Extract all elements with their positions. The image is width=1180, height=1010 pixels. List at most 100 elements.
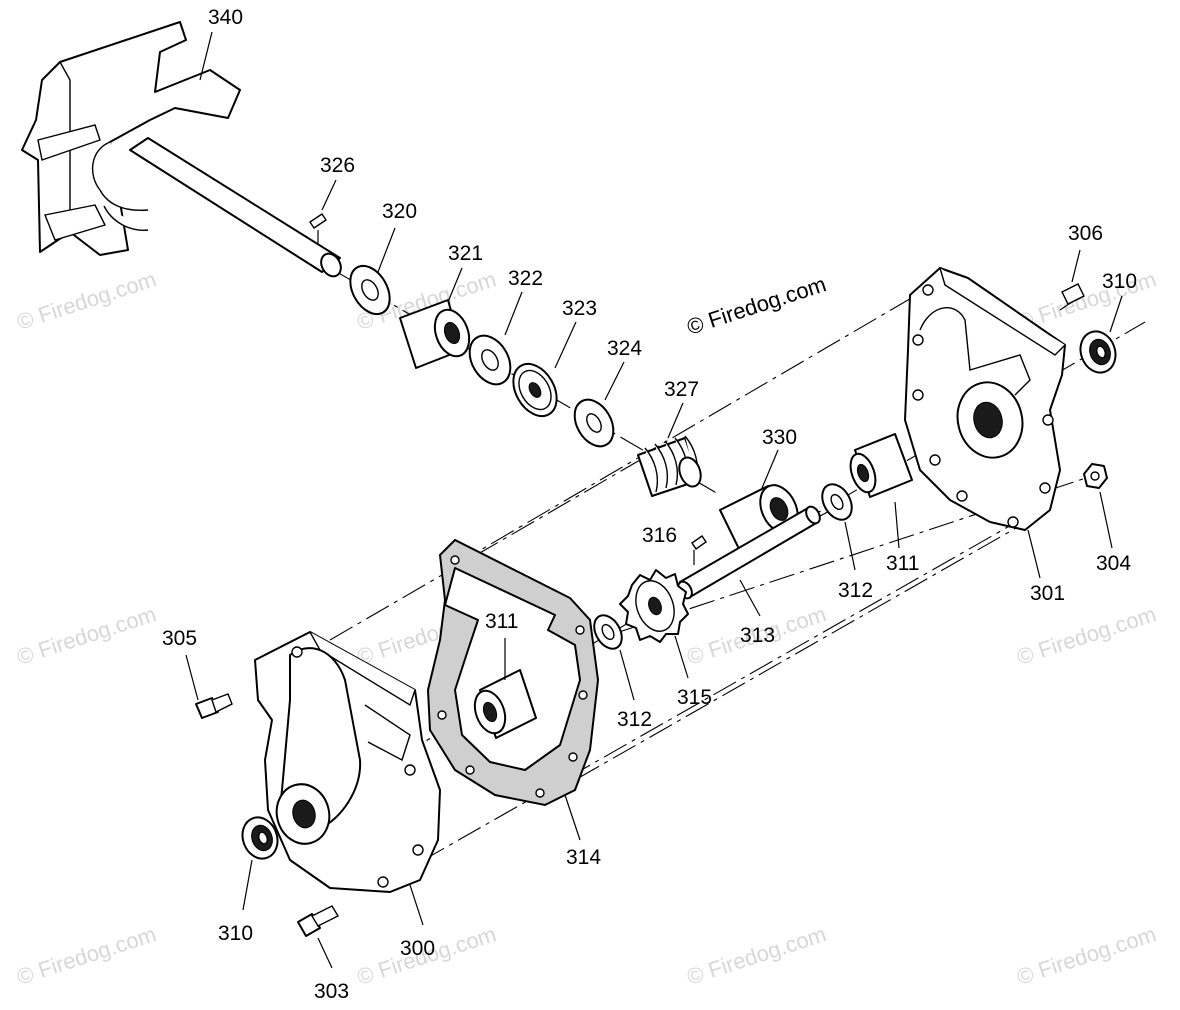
- leader-306: [1071, 249, 1081, 283]
- nut-bore: [1090, 471, 1100, 481]
- housing-301-bolt-hole: [1042, 414, 1054, 426]
- washer-hole: [361, 279, 379, 301]
- washer-320: [349, 264, 391, 316]
- leader-312-upper: [844, 521, 856, 571]
- leader-322: [504, 291, 523, 336]
- bearing-bore: [258, 831, 268, 845]
- housing-301-rim: [939, 267, 1066, 356]
- leader-340: [199, 31, 213, 81]
- part-label-320: 320: [382, 200, 417, 223]
- auger-housing: [21, 21, 241, 256]
- part-label-312-lower: 312: [617, 708, 652, 731]
- bushing-bore: [769, 497, 789, 521]
- auger-blade-bottom: [44, 204, 106, 241]
- housing-301-bolt-hole: [912, 389, 924, 401]
- watermark-text: © Firedog.com: [14, 921, 159, 989]
- watermark-text: © Firedog.com: [1014, 601, 1159, 669]
- part-label-312-upper: 312: [838, 579, 873, 602]
- auger-flight-lower: [103, 205, 149, 231]
- auger-blade-left: [37, 124, 101, 161]
- leader-lines: [185, 31, 1123, 969]
- copyright-notice: © Firedog.com: [684, 271, 829, 339]
- watermark-text: © Firedog.com: [14, 266, 159, 334]
- leader-301: [1027, 529, 1041, 579]
- part-label-327: 327: [664, 378, 699, 401]
- worm-gear-327: [637, 435, 702, 497]
- bolt-axis-305: [329, 459, 641, 641]
- part-label-323: 323: [562, 297, 597, 320]
- gear-bore: [648, 596, 662, 616]
- housing-301-bolt-hole: [1039, 482, 1051, 494]
- bushing-bore: [856, 463, 870, 483]
- housing-301-bolt-hole: [929, 454, 941, 466]
- bushing-bore: [482, 701, 498, 723]
- watermark-text: © Firedog.com: [1014, 921, 1159, 989]
- gasket-bolt-hole: [465, 765, 475, 775]
- washer-312-upper: [821, 483, 853, 521]
- auger-flight-upper: [91, 141, 149, 212]
- screw-thread: [311, 905, 339, 927]
- gasket-bolt-hole: [578, 690, 588, 700]
- gasket-lower-axis: [539, 519, 1031, 801]
- part-label-322: 322: [508, 267, 543, 290]
- part-label-306: 306: [1068, 222, 1103, 245]
- housing-300-bolt-hole: [412, 844, 424, 856]
- auger-shaft-end: [320, 252, 342, 278]
- nut-304: [1083, 463, 1108, 489]
- leader-304: [1099, 491, 1113, 549]
- thrust-bearing-bore: [528, 382, 542, 398]
- part-label-315: 315: [677, 686, 712, 709]
- part-label-305: 305: [162, 627, 197, 650]
- housing-300-lug: [364, 704, 411, 762]
- part-label-310-left: 310: [218, 922, 253, 945]
- part-label-301: 301: [1030, 582, 1065, 605]
- gasket-bolt-hole: [450, 555, 460, 565]
- leader-321: [447, 267, 463, 303]
- washer-hole: [481, 349, 499, 371]
- housing-301-bolt-hole: [922, 284, 934, 296]
- part-label-316: 316: [642, 524, 677, 547]
- gasket-bolt-hole: [535, 788, 545, 798]
- gear-housing-301: [904, 267, 1066, 531]
- bearing-321: [399, 299, 471, 369]
- screw-thread: [211, 693, 233, 713]
- auger-shaft: [129, 137, 341, 273]
- bushing-311-upper: [849, 433, 913, 498]
- gasket-bolt-hole: [568, 752, 578, 762]
- part-label-311-lower: 311: [485, 610, 518, 633]
- housing-300-bolt-hole: [377, 876, 389, 888]
- part-label-313: 313: [740, 624, 775, 647]
- leader-310-right: [1109, 295, 1123, 333]
- housing-301-bolt-hole: [1007, 516, 1019, 528]
- part-label-311-upper: 311: [886, 552, 919, 575]
- screw-306: [1061, 283, 1085, 305]
- watermark-text: © Firedog.com: [684, 921, 829, 989]
- leader-311-upper: [894, 501, 900, 549]
- leader-303: [317, 937, 333, 969]
- washer-312-lower: [593, 614, 623, 650]
- screw-thread: [1061, 283, 1085, 305]
- leader-312-lower: [619, 649, 635, 701]
- washer-322: [468, 334, 512, 386]
- watermark-text: © Firedog.com: [14, 601, 159, 669]
- leader-326: [321, 179, 337, 211]
- leader-314: [564, 794, 581, 841]
- gasket-bolt-hole: [575, 625, 585, 635]
- shaft-end-right: [805, 505, 821, 525]
- bolt-axis-303: [384, 519, 1021, 883]
- bearing-bore: [443, 321, 461, 345]
- housing-300-bore: [292, 799, 316, 829]
- worm-gear-face: [678, 456, 702, 488]
- leader-313: [739, 579, 761, 617]
- bearing-310-right: [1079, 330, 1117, 374]
- leader-305: [185, 654, 199, 701]
- leader-310-left: [242, 859, 253, 911]
- bearing-bore: [1096, 345, 1106, 359]
- gear-housing-300: [254, 631, 441, 893]
- leader-330: [761, 449, 779, 489]
- part-label-326: 326: [320, 154, 355, 177]
- part-label-330: 330: [762, 426, 797, 449]
- washer-324: [573, 398, 615, 448]
